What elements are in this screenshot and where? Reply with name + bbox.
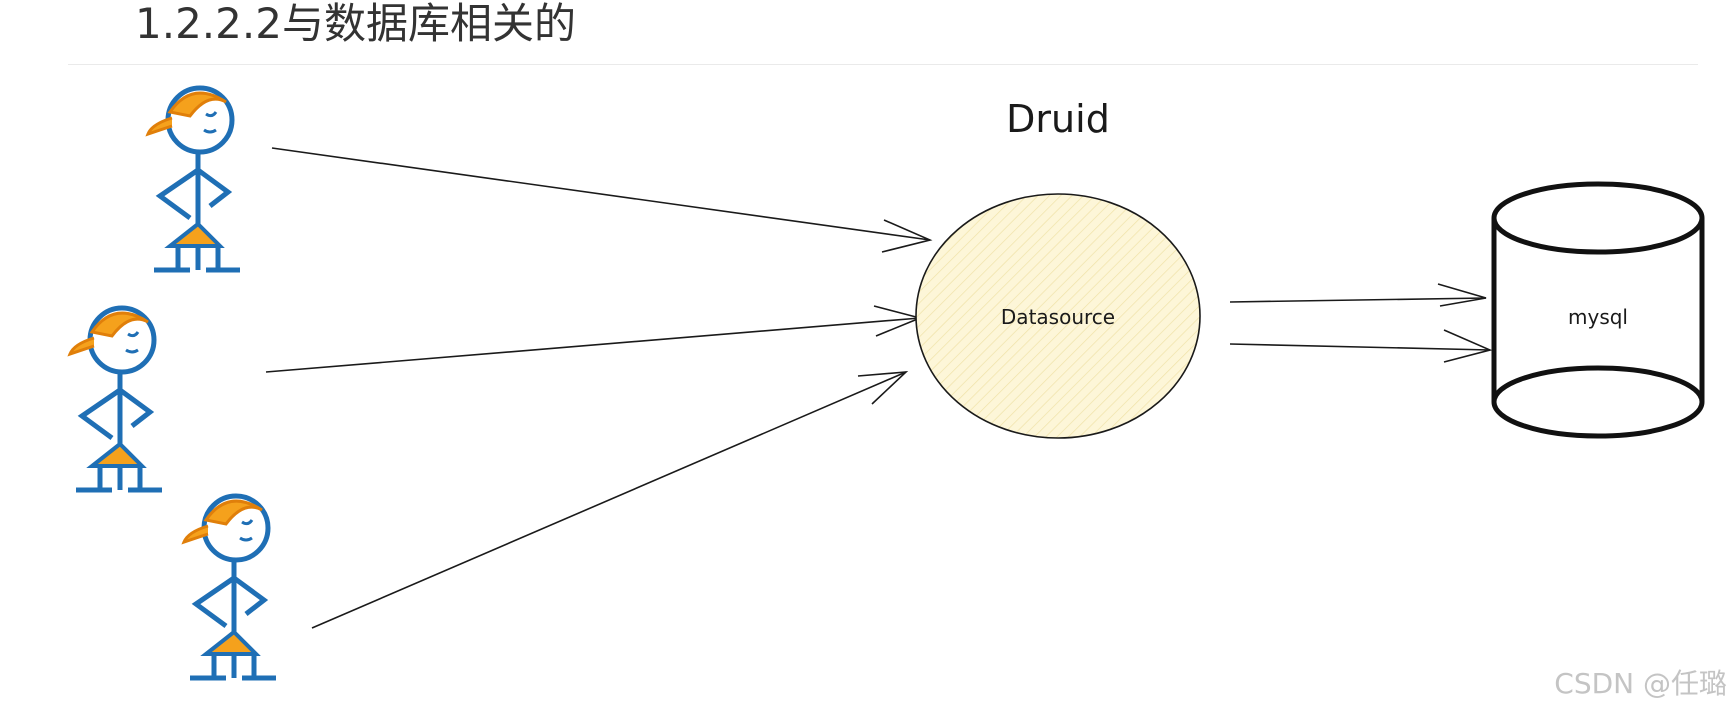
datasource-node: Datasource xyxy=(916,194,1200,438)
arrow-user1-to-datasource xyxy=(272,148,930,252)
arrow-datasource-to-mysql-2 xyxy=(1230,330,1490,362)
arrow-user2-to-datasource xyxy=(266,306,920,372)
stick-figure-icon xyxy=(148,88,240,270)
druid-label: Druid xyxy=(1006,97,1110,141)
mysql-database-node: mysql xyxy=(1494,184,1702,436)
mysql-label: mysql xyxy=(1568,305,1628,329)
arrow-user3-to-datasource xyxy=(312,372,906,628)
stick-figure-icon xyxy=(184,496,276,678)
user-figure-2 xyxy=(70,308,162,490)
arrow-datasource-to-mysql-1 xyxy=(1230,284,1486,306)
user-figure-1 xyxy=(148,88,240,270)
csdn-watermark: CSDN @任璐 xyxy=(1554,662,1727,702)
stick-figure-icon xyxy=(70,308,162,490)
user-figure-3 xyxy=(184,496,276,678)
datasource-label: Datasource xyxy=(1001,305,1115,329)
